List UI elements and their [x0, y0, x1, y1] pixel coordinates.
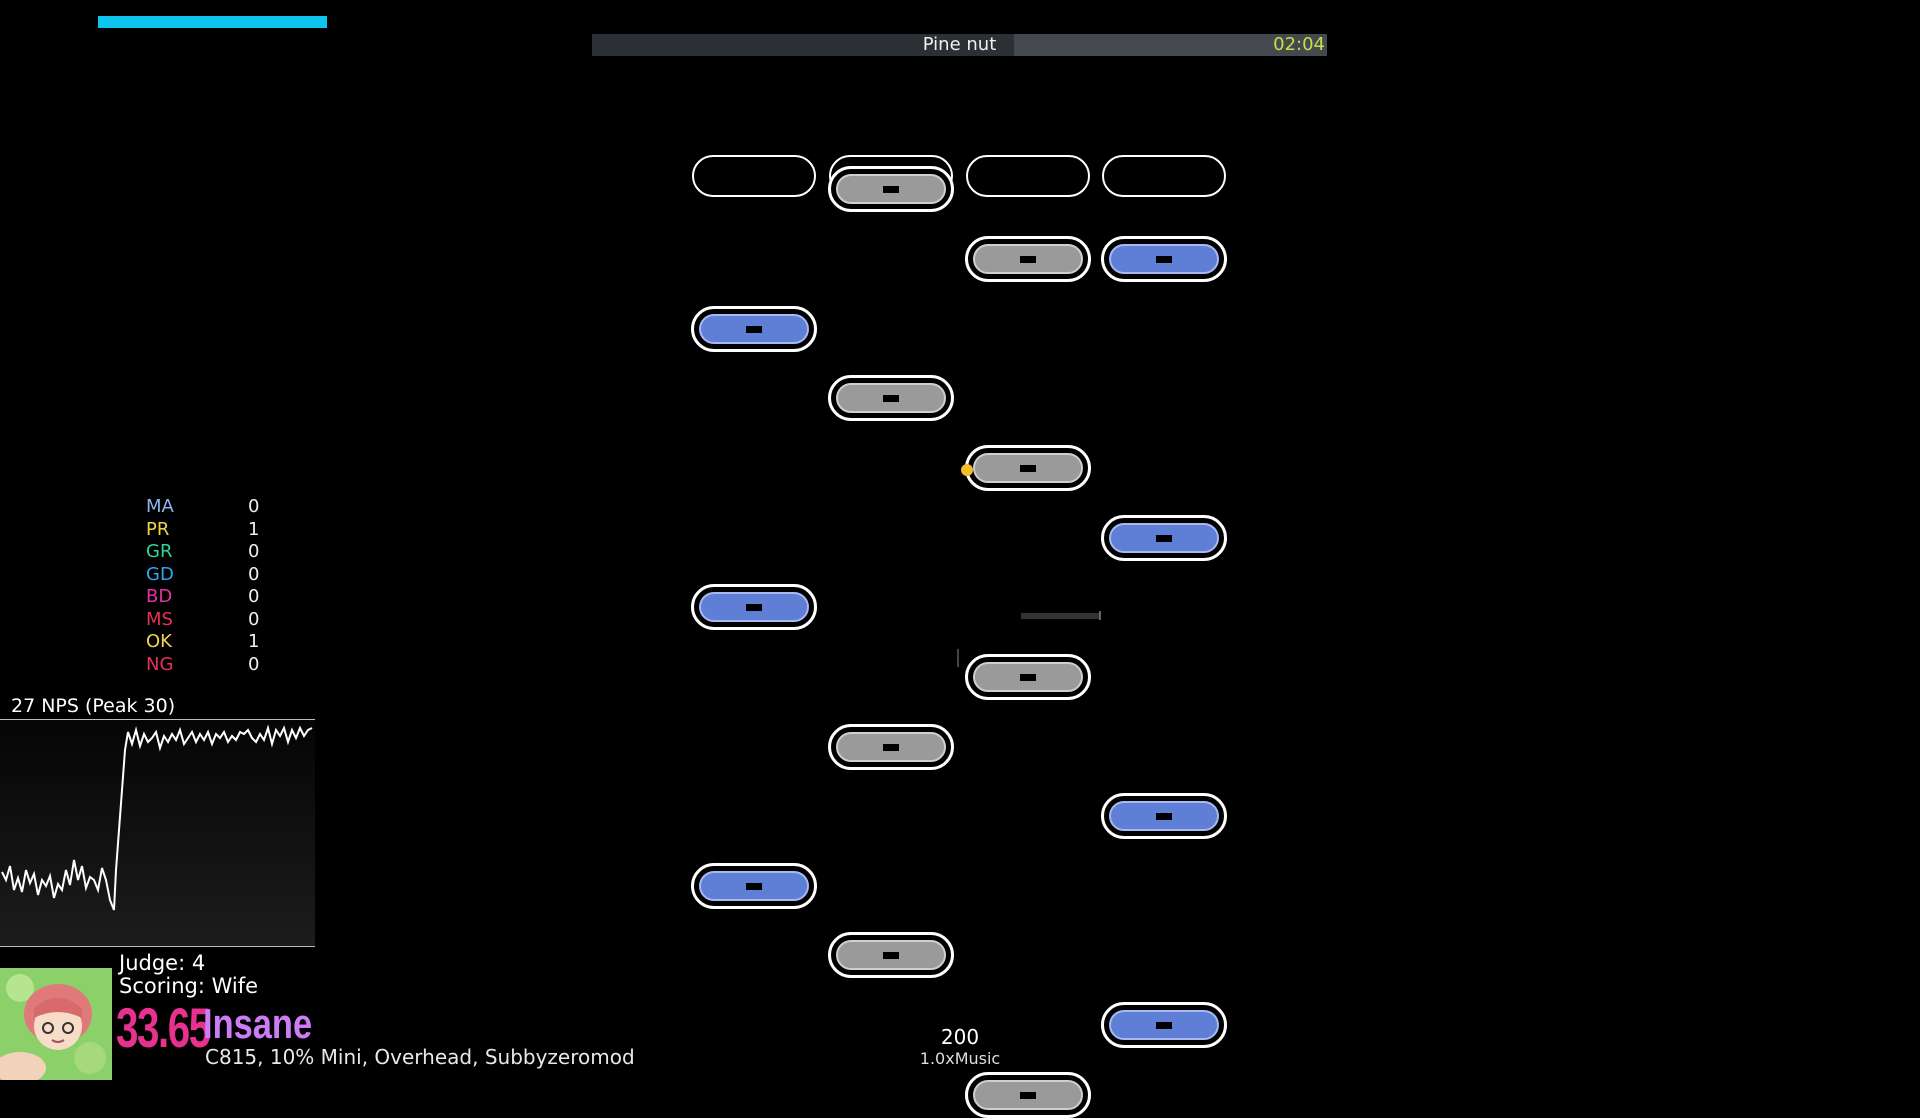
judgment-label: OK — [146, 631, 172, 652]
note — [828, 166, 954, 212]
note — [965, 236, 1091, 282]
note — [691, 584, 817, 630]
note — [828, 724, 954, 770]
timing-tick — [1099, 611, 1101, 620]
bpm-display: 200 — [940, 1025, 980, 1049]
judgment-label: PR — [146, 518, 170, 540]
judge-level: Judge: 4 — [119, 951, 206, 975]
note — [1101, 515, 1227, 561]
judgment-label: GD — [146, 563, 174, 585]
nps-line-chart — [1, 724, 313, 911]
song-progress-fill — [592, 34, 1014, 56]
nps-line — [1, 724, 313, 911]
judgment-count: 1 — [248, 631, 260, 652]
note — [1101, 793, 1227, 839]
judgment-label: GR — [146, 541, 173, 562]
note — [691, 863, 817, 909]
receptor-lane-3 — [966, 155, 1090, 197]
note — [965, 654, 1091, 700]
note — [828, 932, 954, 978]
judgment-label: BD — [146, 586, 173, 607]
judgment-count: 0 — [248, 541, 260, 562]
receptor-lane-4 — [1102, 155, 1226, 197]
song-progress-remaining — [1014, 34, 1327, 56]
difficulty-name: Insane — [203, 1000, 313, 1047]
life-bar — [98, 16, 327, 28]
song-time: 02:04 — [1273, 34, 1325, 55]
judgment-label: MA — [146, 496, 174, 517]
judgment-label: NG — [146, 653, 174, 675]
character-avatar — [0, 968, 112, 1080]
nps-label: 27 NPS (Peak 30) — [11, 695, 176, 717]
timing-tick — [957, 649, 959, 667]
mods-text: C815, 10% Mini, Overhead, Subbyzeromod — [205, 1045, 635, 1069]
difficulty-value: 33.65 — [116, 996, 211, 1059]
play-info: Judge: 4 Scoring: Wife — [119, 952, 258, 998]
song-progress-bar: Pine nut 02:04 — [592, 34, 1327, 56]
note — [1101, 236, 1227, 282]
note — [828, 375, 954, 421]
note — [965, 1072, 1091, 1118]
judgment-count: 0 — [248, 586, 260, 607]
receptor-lane-1 — [692, 155, 816, 197]
judgment-label: MS — [146, 608, 173, 630]
crescent-moon-icon — [945, 451, 973, 491]
rate-display: 1.0xMusic — [919, 1049, 1001, 1068]
nps-graph — [0, 719, 315, 947]
timing-error-bar — [1021, 613, 1101, 619]
judgment-count: 0 — [248, 496, 260, 517]
judgment-count: 0 — [248, 653, 260, 675]
song-title: Pine nut — [922, 34, 997, 55]
scoring-mode: Scoring: Wife — [119, 974, 259, 998]
note — [965, 445, 1091, 491]
judgment-count: 0 — [248, 608, 260, 630]
note — [691, 306, 817, 352]
judgment-count: 1 — [248, 518, 260, 540]
judgment-count: 0 — [248, 563, 260, 585]
note — [1101, 1002, 1227, 1048]
